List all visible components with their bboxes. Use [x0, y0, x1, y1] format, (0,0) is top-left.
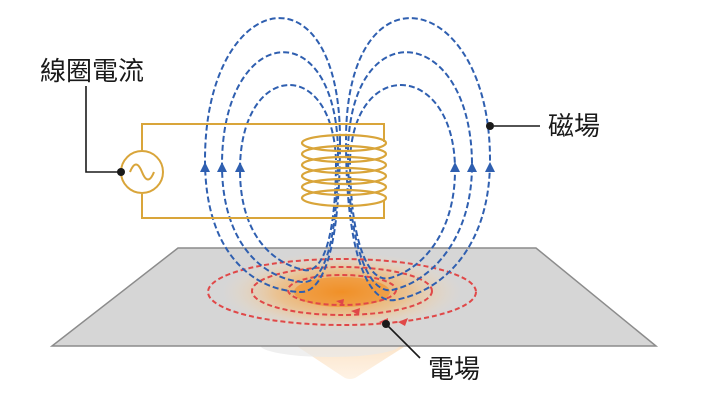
magnetic-field-arrows [200, 162, 495, 172]
callout-magnetic-field: 磁場 [486, 112, 600, 142]
circuit-wire-top [141, 123, 385, 150]
callout-line [387, 325, 421, 359]
electric-field-loop [251, 266, 433, 316]
coil-turn [300, 155, 388, 175]
magnetic-field-loop [347, 51, 474, 292]
magnetic-field-loop [345, 17, 492, 302]
magnetic-field-arrow [467, 162, 477, 172]
magnetic-field-arrow [200, 162, 210, 172]
magnetic-field-lines [203, 17, 492, 302]
callout-coil-current: 線圈電流 [40, 57, 144, 176]
magnetic-field-loop [220, 51, 339, 284]
heat-glow-inner [294, 277, 390, 307]
circuit-wire-bottom [141, 194, 385, 219]
magnetic-field-arrow [450, 162, 460, 172]
electric-field-arrow [398, 318, 408, 326]
coil-turn [300, 177, 388, 197]
circuit-wires [141, 123, 385, 219]
callout-dot [486, 122, 494, 130]
magnetic-field-loop [238, 84, 337, 272]
electric-field-arrow [351, 308, 360, 315]
electric-field-loop [207, 258, 477, 326]
callout-line [85, 86, 120, 173]
magnetic-field-loop [203, 17, 341, 294]
callout-electric-field: 電場 [382, 320, 480, 385]
label-coil-current: 線圈電流 [40, 57, 144, 87]
electric-field-arrow [336, 299, 344, 305]
coil-turn [300, 133, 388, 153]
magnetic-field-arrow [217, 162, 227, 172]
callout-dot [117, 168, 125, 176]
coil-turn [300, 166, 388, 186]
magnetic-field-arrow [485, 162, 495, 172]
ac-source-icon [120, 150, 164, 194]
magnetic-field-loop [349, 84, 457, 280]
coil-turn [300, 144, 388, 164]
label-electric-field: 電場 [428, 355, 480, 385]
label-magnetic-field: 磁場 [548, 112, 600, 142]
induction-coil [300, 133, 388, 208]
magnetic-field-arrow [235, 162, 245, 172]
coil-turn [300, 188, 388, 208]
